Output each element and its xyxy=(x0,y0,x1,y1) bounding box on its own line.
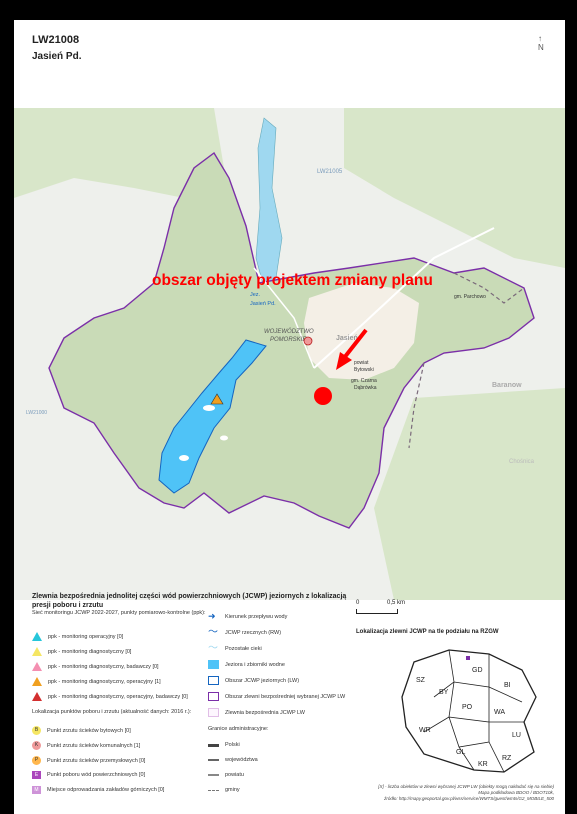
legend-ppk-all: ppk - monitoring diagnostyczny, operacyj… xyxy=(32,692,188,701)
map-title: Jasień Pd. xyxy=(32,51,82,62)
scale-bar: 0 0,5 km xyxy=(356,600,405,614)
legend-subtitle: Sieć monitoringu JCWP 2022-2027, punkty … xyxy=(32,610,206,616)
legend-lw-area: Obszar JCWP jeziornych (LW) xyxy=(208,676,299,685)
road xyxy=(313,227,495,369)
legend-title: Zlewnia bezpośrednia jednolitej części w… xyxy=(32,593,347,609)
label-gmina: gm. Czarna xyxy=(351,378,377,384)
monitoring-point-icon xyxy=(210,393,224,405)
legend-ppk-operacyjny: ppk - monitoring operacyjny [0] xyxy=(32,632,123,641)
project-annotation: obszar objęty projektem zmiany planu xyxy=(152,272,433,289)
forest-area-nw xyxy=(14,108,224,198)
label-wojewodztwo: WOJEWÓDZTWO xyxy=(264,328,314,335)
settlement-area xyxy=(304,283,419,380)
triangle-icon xyxy=(32,677,42,686)
lake-jasien xyxy=(158,339,267,494)
catchment-area-icon xyxy=(208,692,219,701)
svg-text:LU: LU xyxy=(512,732,521,739)
label-pomorskie: POMORSKIE xyxy=(270,337,307,343)
legend-admin-voivodeship: województwa xyxy=(208,757,258,763)
svg-text:KR: KR xyxy=(478,761,488,768)
voivodeship-border-icon xyxy=(208,759,219,761)
point-m-icon: M xyxy=(32,786,41,794)
legend-lake: Jeziora i zbiorniki wodne xyxy=(208,660,285,669)
legend-catchment: Zlewnia bezpośrednia JCWP LW xyxy=(208,708,305,717)
legend-admin-poland: Polski xyxy=(208,742,240,748)
north-arrow-icon: ↑N xyxy=(538,34,544,52)
svg-text:BI: BI xyxy=(504,682,511,689)
gmina-border-icon xyxy=(208,789,219,791)
point-p-icon: P xyxy=(32,756,41,765)
island xyxy=(203,405,215,411)
catchment-boundary xyxy=(48,151,535,529)
legend-points-title: Lokalizacja punktów poboru i zrzutu (akt… xyxy=(32,709,192,715)
label-chosnica: Chośnica xyxy=(509,459,535,465)
lake-icon xyxy=(208,660,219,669)
svg-text:SZ: SZ xyxy=(416,677,426,684)
poland-border-icon xyxy=(208,743,219,747)
catchment-icon xyxy=(208,708,219,717)
svg-text:GL: GL xyxy=(456,749,465,756)
legend-ppk-badawczy: ppk - monitoring diagnostyczny, badawczy… xyxy=(32,662,159,671)
river-icon: 〜 xyxy=(208,627,218,638)
legend-catchment-area: Obszar zlewni bezpośredniej wybranej JCW… xyxy=(208,692,345,701)
triangle-icon xyxy=(32,662,42,671)
svg-text:GD: GD xyxy=(472,667,483,674)
catchment-location-icon xyxy=(466,656,470,660)
legend-admin-title: Granice administracyjne: xyxy=(208,726,269,732)
label-lake-jasien: Jez. xyxy=(250,292,261,298)
powiat-border-icon xyxy=(208,774,219,776)
label-bytowski: Bytowski xyxy=(354,367,374,373)
point-k-icon: K xyxy=(32,741,41,750)
forest-area-se xyxy=(374,388,565,600)
annotation-arrowhead xyxy=(336,352,352,370)
project-location-marker xyxy=(314,387,332,405)
svg-text:BY: BY xyxy=(439,689,449,696)
label-dabrowka: Dąbrówka xyxy=(354,385,377,391)
legend-stream: 〜Pozostałe cieki xyxy=(208,643,262,654)
label-powiat: powiat xyxy=(354,360,369,366)
forest-area-ne xyxy=(344,108,565,268)
point-e-icon: E xyxy=(32,771,41,779)
rzgw-title: Lokalizacja zlewni JCWP na tle podziału … xyxy=(356,629,499,635)
svg-text:RZ: RZ xyxy=(502,755,512,762)
discharge-point-icon xyxy=(303,336,313,346)
rzgw-map: SZ GD BI BY PO WA LU WR GL KR RZ xyxy=(401,649,537,773)
annotation-arrow-icon xyxy=(342,328,368,360)
gmina-boundary xyxy=(408,272,525,449)
map-code: LW21008 xyxy=(32,34,80,46)
map-view[interactable]: LW21005 Jez. Jasień Pd. WOJEWÓDZTWO POMO… xyxy=(14,108,565,600)
island xyxy=(220,435,228,441)
triangle-icon xyxy=(32,632,42,641)
map-sheet: LW21008 Jasień Pd. ↑N LW21005 Jez. Jasie… xyxy=(14,20,565,814)
triangle-icon xyxy=(32,692,42,701)
legend-admin-powiat: powiatu xyxy=(208,772,244,778)
label-gm-parchowo: gm. Parchowo xyxy=(454,294,486,300)
legend-rw: 〜JCWP rzecznych (RW) xyxy=(208,627,282,638)
map-footnote: [X] - liczba obiektów w zlewni wybranej … xyxy=(378,784,554,801)
label-jasien: Jasień xyxy=(336,335,358,342)
label-baranow: Baranow xyxy=(492,382,522,389)
triangle-icon xyxy=(32,647,42,656)
stream-icon: 〜 xyxy=(208,643,218,654)
svg-text:PO: PO xyxy=(462,704,473,711)
label-lake-name: Jasień Pd. xyxy=(250,301,276,307)
arrow-icon: ➜ xyxy=(208,611,216,621)
legend-ppk-diagnostyczny: ppk - monitoring diagnostyczny [0] xyxy=(32,647,131,656)
label-lw-left: LW21000 xyxy=(26,410,47,416)
road xyxy=(253,267,315,369)
legend-flow: ➜Kierunek przepływu wody xyxy=(208,611,288,621)
svg-text:WA: WA xyxy=(494,709,505,716)
label-lw21005: LW21005 xyxy=(317,169,343,175)
legend-ppk-operacyjny-diag: ppk - monitoring diagnostyczny, operacyj… xyxy=(32,677,161,686)
island xyxy=(179,455,189,461)
lw-area-icon xyxy=(208,676,219,685)
svg-text:WR: WR xyxy=(419,727,431,734)
point-b-icon: B xyxy=(32,726,41,735)
legend-admin-gmina: gminy xyxy=(208,787,240,793)
